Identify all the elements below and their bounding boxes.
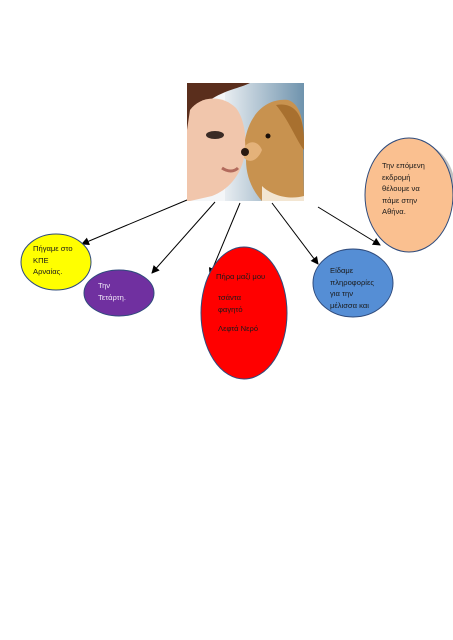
arrow-to-blue <box>271 202 319 265</box>
node-red-text-line1: Πήρα μαζί μου <box>216 272 266 281</box>
node-purple-text: Την Τετάρτη. <box>98 281 127 302</box>
arrow-to-yellow <box>81 199 188 245</box>
node-red-text-line3: Λεφτά Νερό <box>218 324 259 333</box>
arrow-to-peach <box>317 206 381 246</box>
node-peach-text: Την επόμενη εκδρομή θέλουμε να πάμε στην… <box>382 161 425 216</box>
node-blue-text: Είδαμε πληροφορίες για την μέλισσα και <box>330 266 375 310</box>
node-purple-ellipse <box>83 269 155 317</box>
woman-and-puppy-photo <box>187 83 304 201</box>
arrow-to-purple <box>151 201 216 274</box>
node-peach-ellipse <box>364 137 453 253</box>
node-red-text-line2: τσάντα φαγητό <box>218 293 243 314</box>
node-red-ellipse <box>200 246 288 380</box>
arrow-to-red <box>209 202 241 276</box>
node-yellow-ellipse <box>20 233 92 291</box>
node-blue-ellipse <box>312 248 394 318</box>
node-yellow-text: Πήγαμε στο ΚΠΕ Αρναίας. <box>33 244 73 276</box>
